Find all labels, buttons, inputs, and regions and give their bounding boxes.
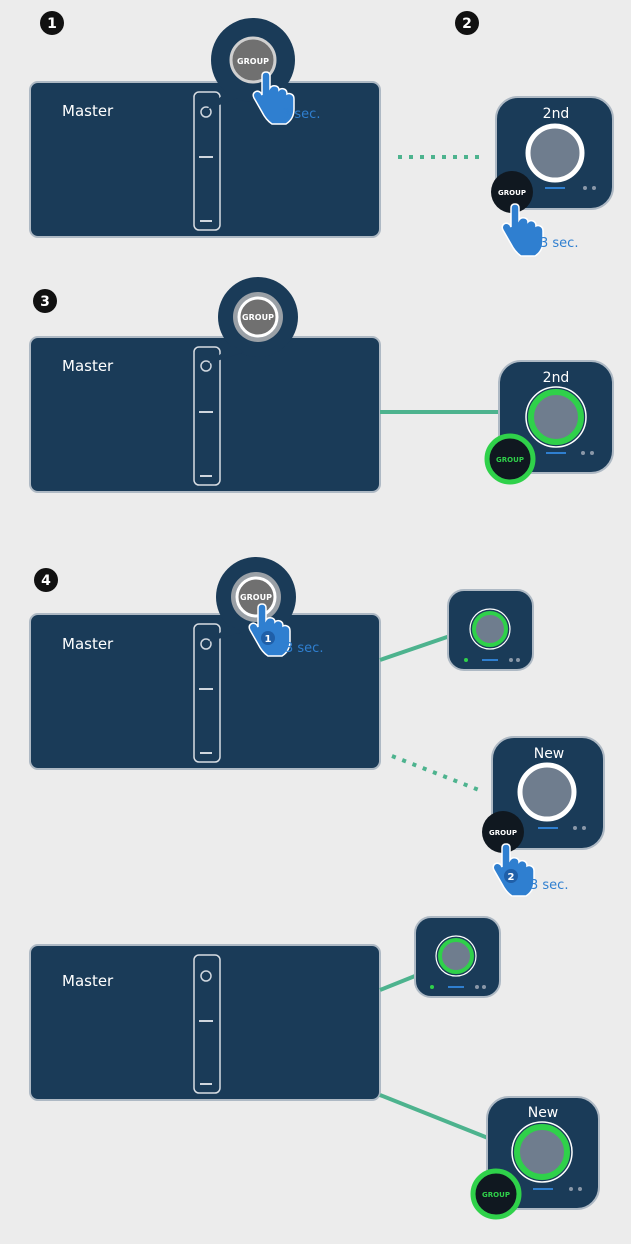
- status-bar: [482, 659, 498, 661]
- order-badge: [261, 631, 275, 645]
- step-1: 1 Master GROUP 3 sec.: [29, 11, 480, 238]
- indicator-led: [573, 826, 577, 830]
- master-label: Master: [62, 102, 114, 120]
- master-device: Master: [29, 336, 381, 493]
- group-button-zoom[interactable]: GROUP: [491, 171, 533, 213]
- indicator-led: [583, 186, 587, 190]
- strip-marking: [200, 752, 212, 754]
- strip-marking: [200, 475, 212, 477]
- strip-marking: [199, 411, 213, 413]
- control-strip: [193, 623, 221, 763]
- status-bar: [448, 986, 464, 988]
- strip-marking: [199, 1020, 213, 1022]
- second-label: 2nd: [543, 370, 570, 386]
- status-bar: [546, 452, 566, 454]
- step-marker: [33, 289, 57, 313]
- order-badge: [504, 869, 518, 883]
- paired-link: [379, 972, 421, 992]
- step-number: 1: [47, 16, 57, 32]
- press-duration: 3 sec.: [530, 878, 568, 893]
- order-number: 2: [508, 872, 515, 883]
- press-duration: 3 sec.: [540, 236, 578, 251]
- order-number: 1: [265, 634, 272, 645]
- indicator-led: [578, 1187, 582, 1191]
- new-label: New: [528, 1105, 559, 1121]
- strip-marking: [200, 220, 212, 222]
- strip-marking: [200, 1083, 212, 1085]
- strip-marking: [199, 156, 213, 158]
- paired-link: [379, 1093, 489, 1140]
- group-button-zoom[interactable]: GROUP: [470, 1168, 522, 1220]
- step-number: 2: [462, 16, 472, 32]
- step-number: 4: [41, 573, 51, 589]
- group-button-label: GROUP: [240, 593, 272, 602]
- indicator-led: [582, 826, 586, 830]
- step-3: 3 Master GROUP 2nd GR: [29, 277, 614, 493]
- master-label: Master: [62, 972, 114, 990]
- master-label: Master: [62, 357, 114, 375]
- indicator-led: [581, 451, 585, 455]
- group-button-small[interactable]: [200, 360, 212, 372]
- group-button-label: GROUP: [237, 57, 269, 66]
- paired-device: [414, 916, 501, 998]
- strip-marking: [199, 688, 213, 690]
- group-button-small[interactable]: [200, 970, 212, 982]
- group-button-zoom[interactable]: GROUP: [208, 557, 296, 642]
- control-strip: [193, 346, 221, 486]
- step-marker: [40, 11, 64, 35]
- press-duration: 3 sec.: [282, 107, 320, 122]
- indicator-led: [516, 658, 520, 662]
- status-bar: [545, 187, 565, 189]
- group-button-label: GROUP: [496, 456, 524, 464]
- indicator-led: [509, 658, 513, 662]
- master-device: Master: [29, 613, 381, 770]
- group-button-zoom[interactable]: GROUP: [482, 811, 524, 853]
- master-label: Master: [62, 635, 114, 653]
- status-bar: [533, 1188, 553, 1190]
- group-button-label: GROUP: [242, 313, 274, 322]
- indicator-led: [482, 985, 486, 989]
- step-2: 2 2nd GROUP 3 sec.: [455, 11, 614, 257]
- step-number: 3: [40, 294, 50, 310]
- group-button-zoom[interactable]: GROUP: [206, 18, 295, 110]
- indicator-led: [592, 186, 596, 190]
- final-state: Master New GROUP: [29, 916, 600, 1220]
- main-knob[interactable]: [438, 938, 474, 974]
- step-4: 4 Master GROUP 1 3 sec.: [29, 557, 605, 897]
- pending-link: [391, 754, 485, 794]
- second-label: 2nd: [543, 106, 570, 122]
- press-duration: 3 sec.: [285, 641, 323, 656]
- group-button-zoom[interactable]: GROUP: [484, 433, 536, 485]
- group-button-zoom[interactable]: GROUP: [208, 277, 298, 364]
- indicator-led: [475, 985, 479, 989]
- indicator-led: [569, 1187, 573, 1191]
- paired-link: [379, 634, 451, 662]
- step-marker: [455, 11, 479, 35]
- new-label: New: [534, 746, 565, 762]
- main-knob[interactable]: [525, 123, 585, 183]
- status-bar: [538, 827, 558, 829]
- paired-device: [447, 589, 534, 671]
- main-knob[interactable]: [528, 389, 584, 445]
- main-knob[interactable]: [514, 1124, 570, 1180]
- control-strip: [193, 954, 221, 1094]
- group-button-small[interactable]: [200, 106, 212, 118]
- group-button-label: GROUP: [498, 189, 526, 197]
- group-button-label: GROUP: [482, 1191, 510, 1199]
- step-marker: [34, 568, 58, 592]
- indicator-led: [590, 451, 594, 455]
- group-button-label: GROUP: [489, 829, 517, 837]
- master-device: Master: [29, 944, 381, 1101]
- group-button-small[interactable]: [200, 638, 212, 650]
- control-strip: [193, 91, 221, 231]
- indicator-led: [464, 658, 468, 662]
- indicator-led: [430, 985, 434, 989]
- master-device: Master: [29, 81, 381, 238]
- main-knob[interactable]: [517, 762, 577, 822]
- main-knob[interactable]: [472, 611, 508, 647]
